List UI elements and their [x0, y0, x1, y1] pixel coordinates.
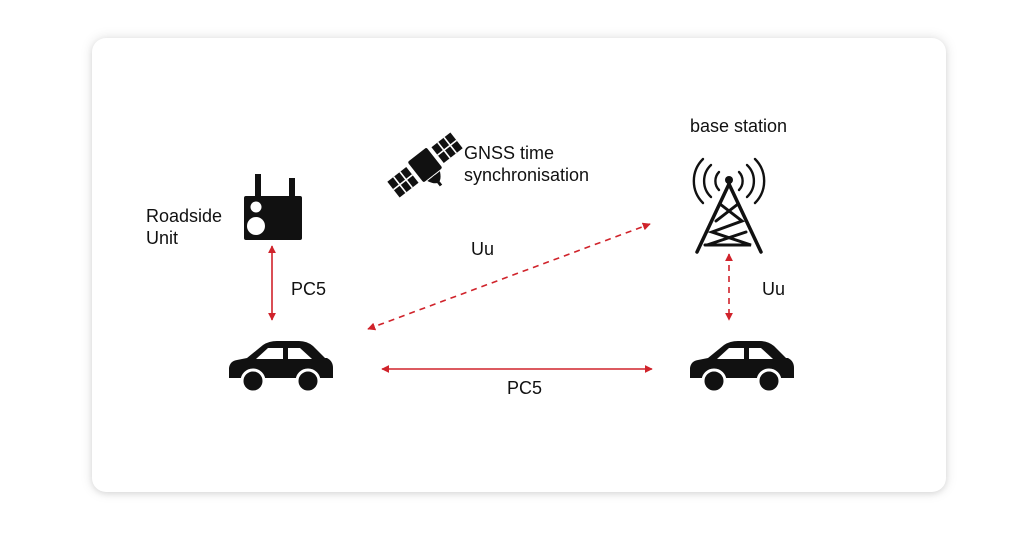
gnss-label-line1: GNSS time [464, 143, 555, 163]
pc5-vertical-label: PC5 [291, 279, 327, 299]
uu-diagonal-label: Uu [471, 239, 495, 259]
gnss-label-line2: synchronisation [464, 165, 590, 185]
car-icon-right [690, 341, 794, 394]
arrow-car-tower-uu [367, 222, 651, 331]
gnss-label: GNSS time synchronisation [464, 142, 589, 186]
roadside-unit-icon [244, 174, 302, 240]
roadside-unit-label: Roadside Unit [146, 205, 222, 249]
roadside-unit-label-line1: Roadside [146, 206, 223, 226]
cell-tower-icon [692, 157, 766, 254]
pc5-horizontal-label: PC5 [507, 378, 543, 398]
car-icon-left [229, 341, 333, 394]
satellite-icon [387, 132, 463, 198]
uu-vertical-label: Uu [762, 279, 786, 299]
roadside-unit-label-line2: Unit [146, 228, 179, 248]
base-station-label: base station [690, 116, 788, 136]
